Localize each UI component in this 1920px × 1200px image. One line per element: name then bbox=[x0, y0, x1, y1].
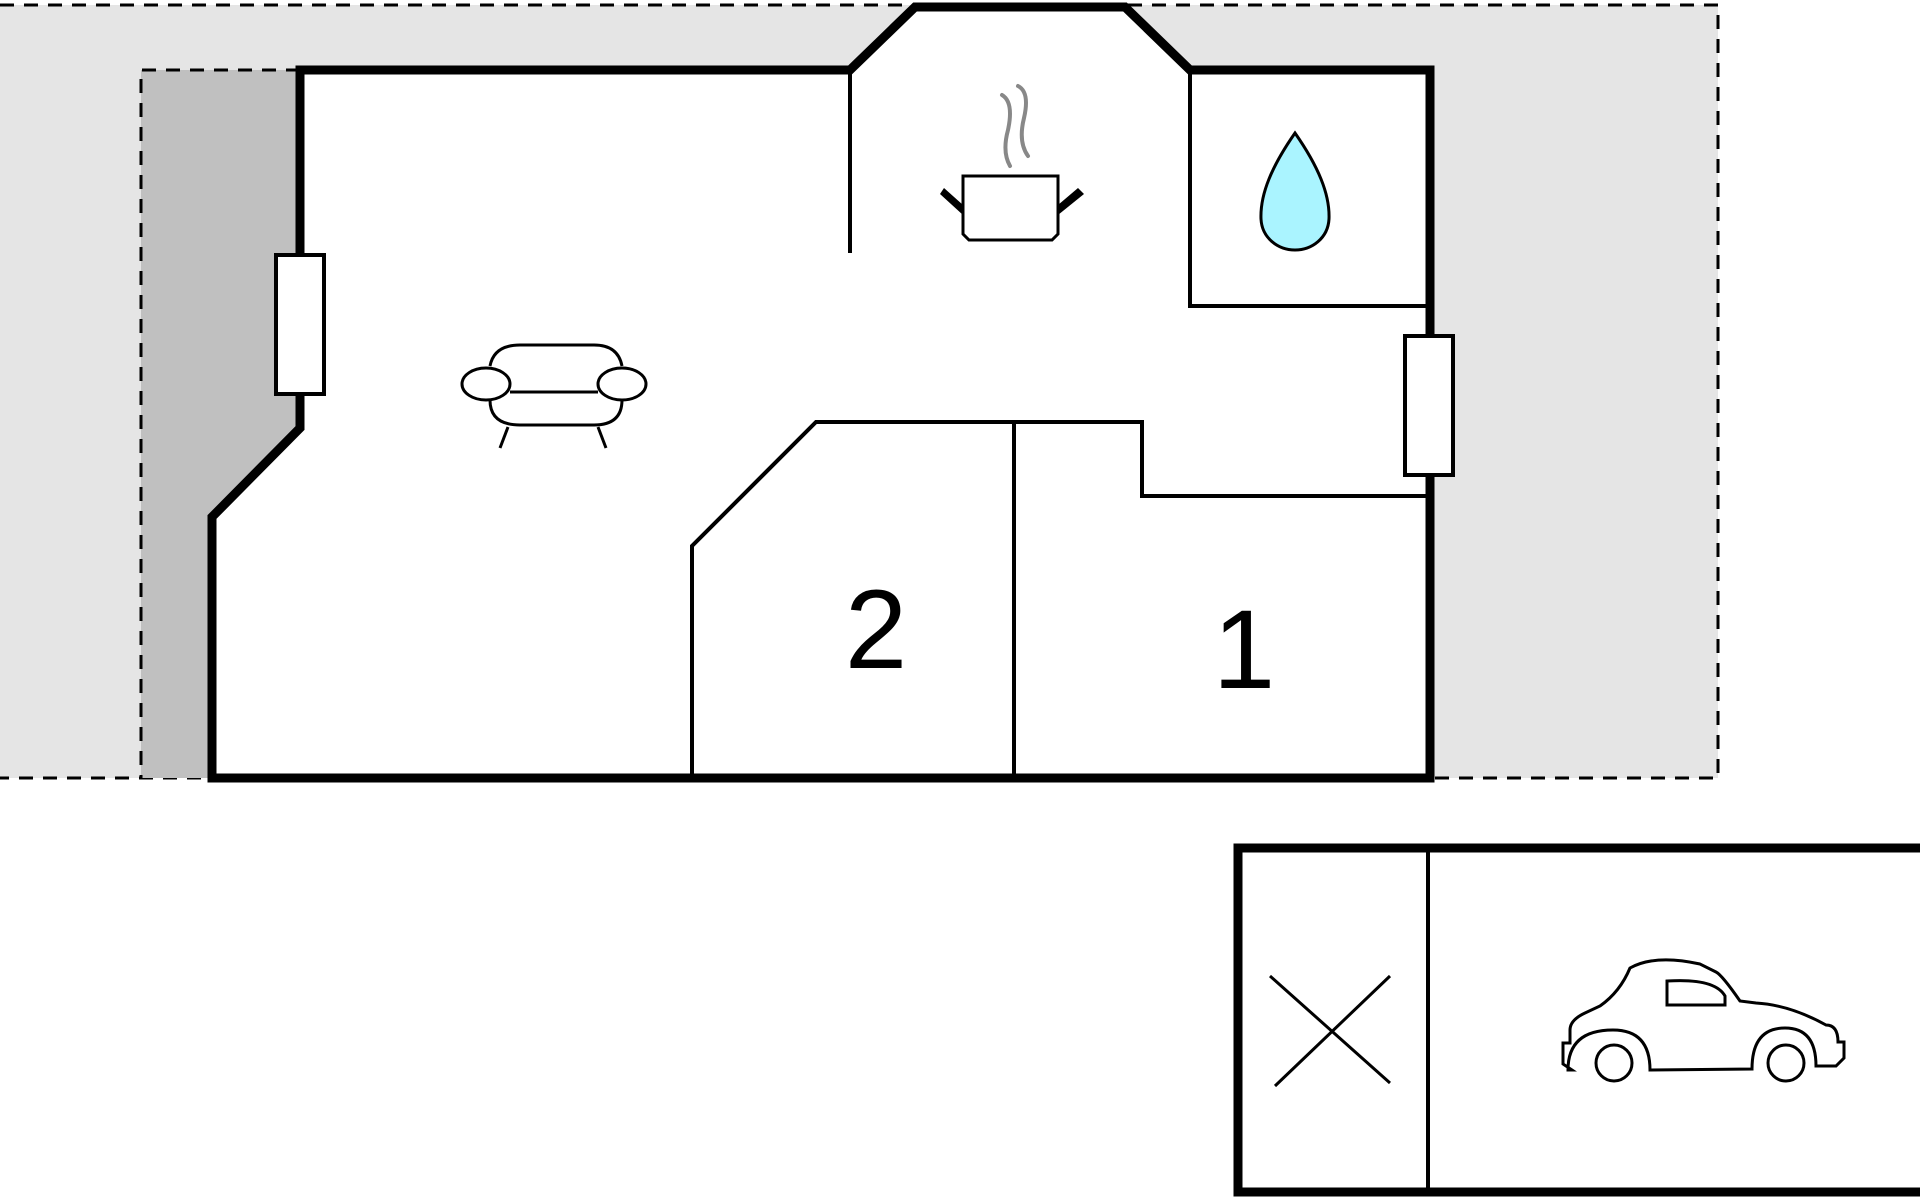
room-number-1: 1 bbox=[1213, 587, 1275, 712]
covered-terrace bbox=[141, 70, 300, 778]
sofa-icon bbox=[460, 343, 648, 449]
interior-walls bbox=[690, 70, 1430, 778]
room-number-2: 2 bbox=[845, 567, 907, 692]
cooking-pot-icon bbox=[940, 84, 1084, 242]
window-right bbox=[1403, 334, 1455, 477]
window-left bbox=[274, 253, 326, 396]
covered-terrace-border bbox=[139, 68, 300, 778]
water-drop-icon bbox=[1259, 130, 1331, 252]
exterior-walls bbox=[207, 2, 1435, 783]
cross-icon bbox=[1269, 974, 1392, 1088]
house-interior bbox=[212, 7, 1430, 778]
car-icon bbox=[1561, 958, 1846, 1083]
